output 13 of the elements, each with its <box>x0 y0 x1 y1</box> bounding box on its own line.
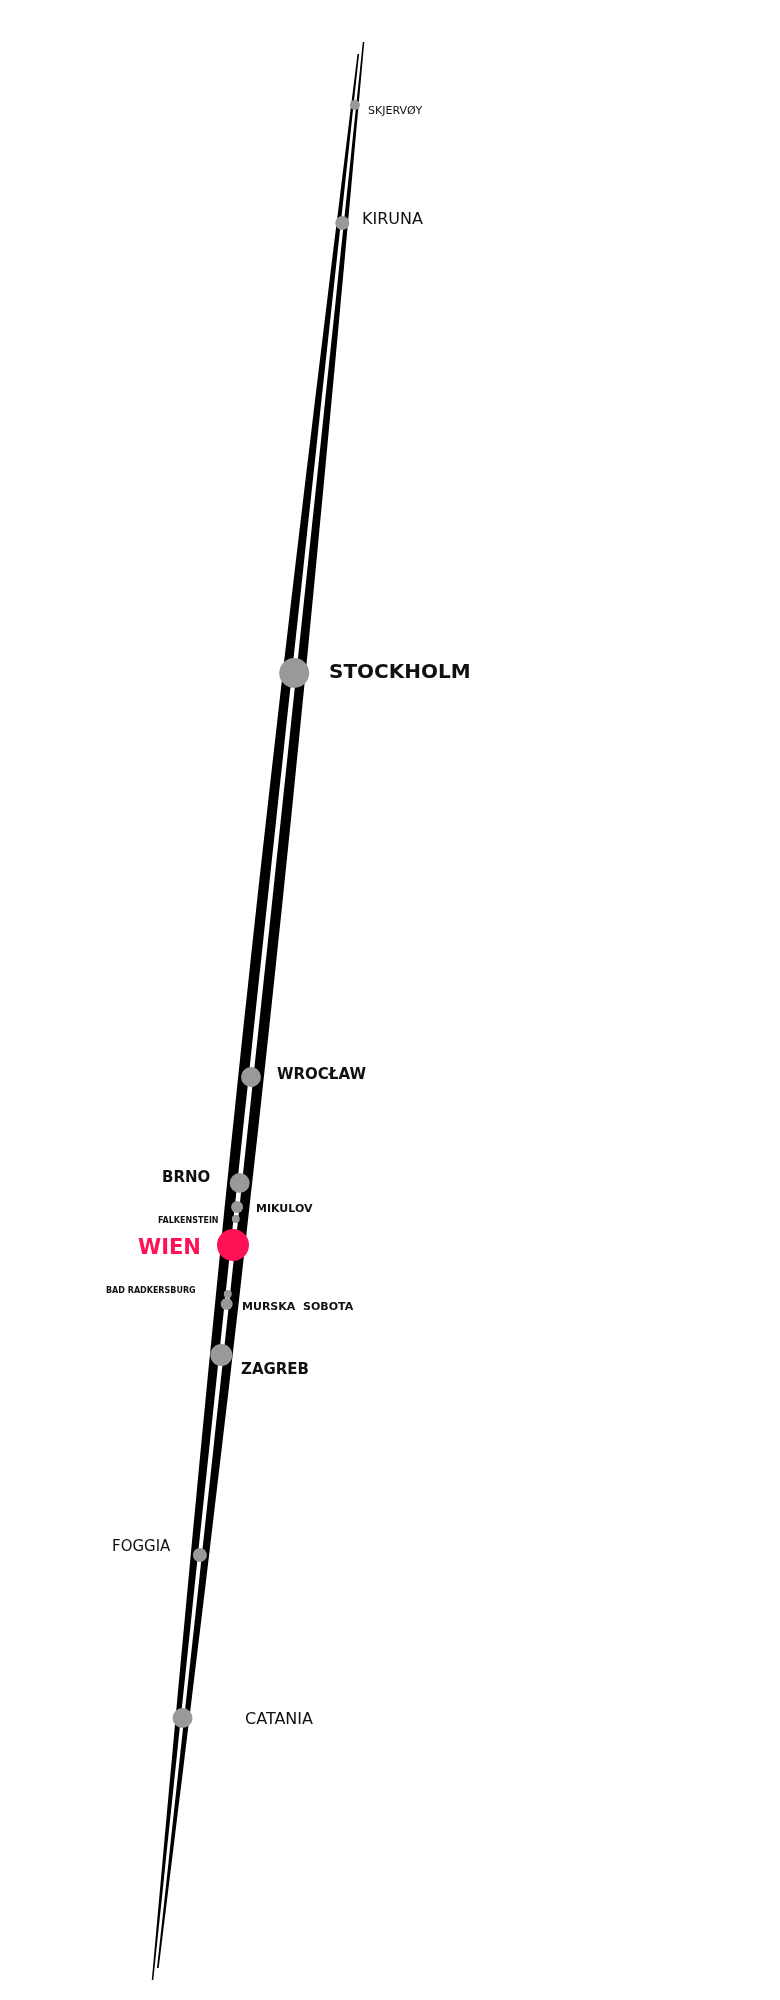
city-label: KIRUNA <box>362 211 423 227</box>
city-label: BAD RADKERSBURG <box>106 1287 196 1295</box>
city-label: WIEN <box>138 1236 201 1258</box>
city-label: SKJERVØY <box>368 104 423 116</box>
city-label: WROCŁAW <box>277 1066 366 1082</box>
city-label: MIKULOV <box>256 1202 313 1214</box>
city-label: STOCKHOLM <box>329 661 471 681</box>
city-label: MURSKA SOBOTA <box>242 1300 354 1312</box>
city-label: FALKENSTEIN <box>158 1217 219 1225</box>
city-label: ZAGREB <box>241 1361 310 1377</box>
city-label: BRNO <box>162 1169 211 1185</box>
city-label: FOGGIA <box>112 1538 171 1554</box>
city-label: CATANIA <box>245 1711 313 1727</box>
